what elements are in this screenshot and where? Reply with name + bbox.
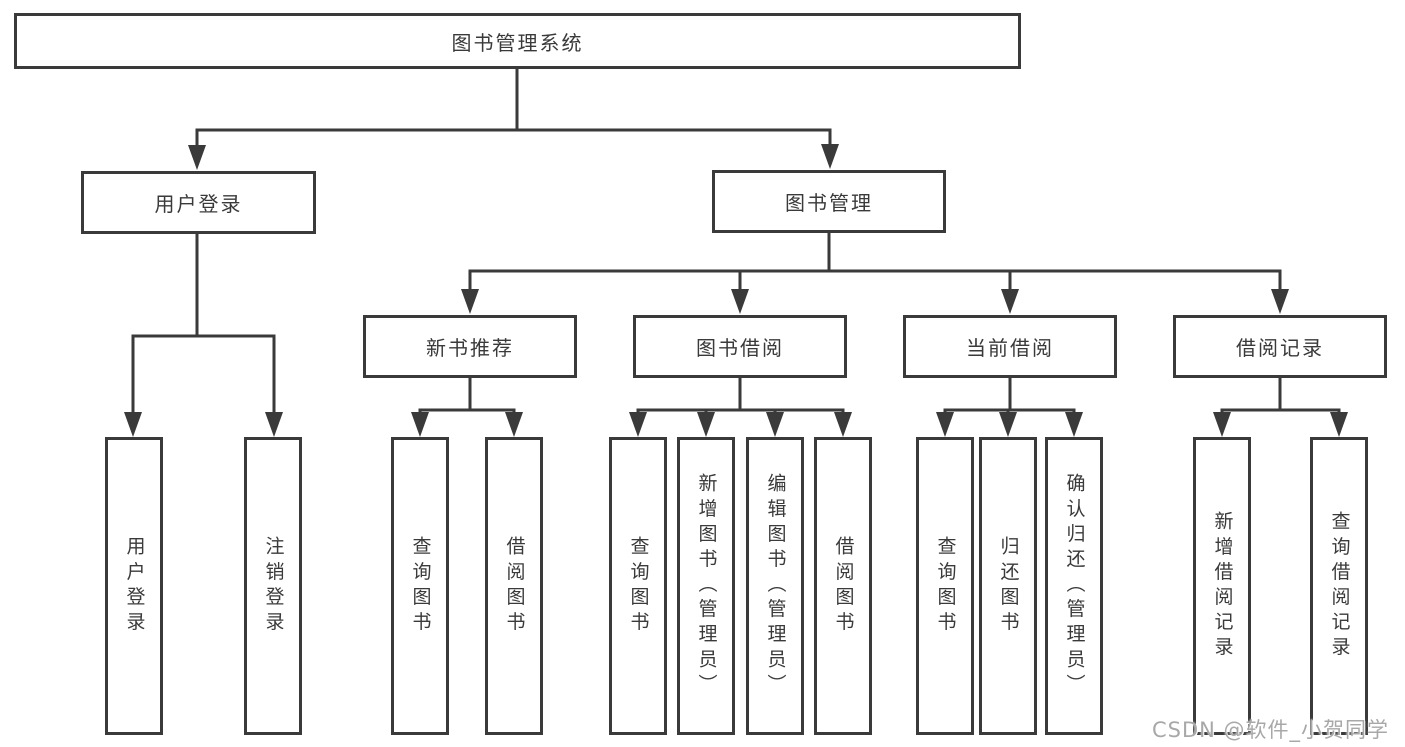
arrowhead — [821, 144, 839, 169]
arrowhead — [936, 412, 954, 437]
arrowhead — [1001, 289, 1019, 314]
csdn-watermark: CSDN @软件_小贺同学 — [1152, 718, 1390, 742]
leaf-logout: 注销登录 — [244, 437, 302, 735]
leaf-label: 借阅图书 — [503, 535, 526, 637]
leaf-label: 借阅图书 — [832, 535, 855, 637]
arrowhead — [766, 412, 784, 437]
node-label: 图书借阅 — [696, 336, 784, 360]
leaf-confirm-return-admin: 确认归还（管理员） — [1045, 437, 1103, 735]
arrowheads — [124, 144, 1348, 437]
leaf-add-borrow-record: 新增借阅记录 — [1193, 437, 1251, 735]
arrowhead — [1213, 412, 1231, 437]
node-label: 图书管理系统 — [451, 30, 584, 55]
leaf-add-books-admin: 新增图书（管理员） — [677, 437, 735, 735]
arrowhead — [999, 412, 1017, 437]
node-label: 借阅记录 — [1236, 336, 1324, 360]
leaf-label: 用户登录 — [123, 535, 146, 637]
leaf-borrow-books: 借阅图书 — [814, 437, 872, 735]
arrowhead — [461, 289, 479, 314]
node-current-borrow: 当前借阅 — [903, 315, 1117, 378]
leaf-label: 查询图书 — [627, 535, 650, 637]
leaf-user-login: 用户登录 — [105, 437, 163, 735]
node-book-borrow: 图书借阅 — [633, 315, 847, 378]
node-user-login: 用户登录 — [81, 171, 316, 234]
arrowhead — [188, 145, 206, 170]
arrowhead — [697, 412, 715, 437]
leaf-edit-books-admin: 编辑图书（管理员） — [746, 437, 804, 735]
leaf-label: 确认归还（管理员） — [1063, 473, 1086, 699]
arrowhead — [505, 412, 523, 437]
node-label: 新书推荐 — [426, 336, 514, 360]
node-book-management: 图书管理 — [712, 170, 946, 233]
leaf-label: 查询借阅记录 — [1328, 510, 1351, 662]
arrowhead — [124, 412, 142, 437]
node-new-book-recommend: 新书推荐 — [363, 315, 577, 378]
node-label: 当前借阅 — [966, 336, 1054, 360]
arrowhead — [1065, 412, 1083, 437]
leaf-return-books: 归还图书 — [979, 437, 1037, 735]
leaf-label: 新增图书（管理员） — [695, 473, 718, 699]
leaf-label: 注销登录 — [262, 535, 285, 637]
leaf-query-books-borrow: 查询图书 — [609, 437, 667, 735]
arrowhead — [834, 412, 852, 437]
leaf-query-books-current: 查询图书 — [916, 437, 974, 735]
leaf-label: 新增借阅记录 — [1211, 510, 1234, 662]
node-label: 图书管理 — [785, 191, 873, 215]
node-borrow-records: 借阅记录 — [1173, 315, 1387, 378]
arrowhead — [629, 412, 647, 437]
arrowhead — [265, 412, 283, 437]
leaf-query-books-recommend: 查询图书 — [391, 437, 449, 735]
arrowhead — [1271, 289, 1289, 314]
arrowhead — [1330, 412, 1348, 437]
leaf-borrow-books-recommend: 借阅图书 — [485, 437, 543, 735]
leaf-label: 归还图书 — [997, 535, 1020, 637]
arrowhead — [731, 289, 749, 314]
leaf-query-borrow-record: 查询借阅记录 — [1310, 437, 1368, 735]
leaf-label: 编辑图书（管理员） — [764, 473, 787, 699]
leaf-label: 查询图书 — [409, 535, 432, 637]
arrowhead — [411, 412, 429, 437]
node-label: 用户登录 — [154, 192, 243, 216]
leaf-label: 查询图书 — [934, 535, 957, 637]
node-root-system: 图书管理系统 — [14, 13, 1021, 69]
